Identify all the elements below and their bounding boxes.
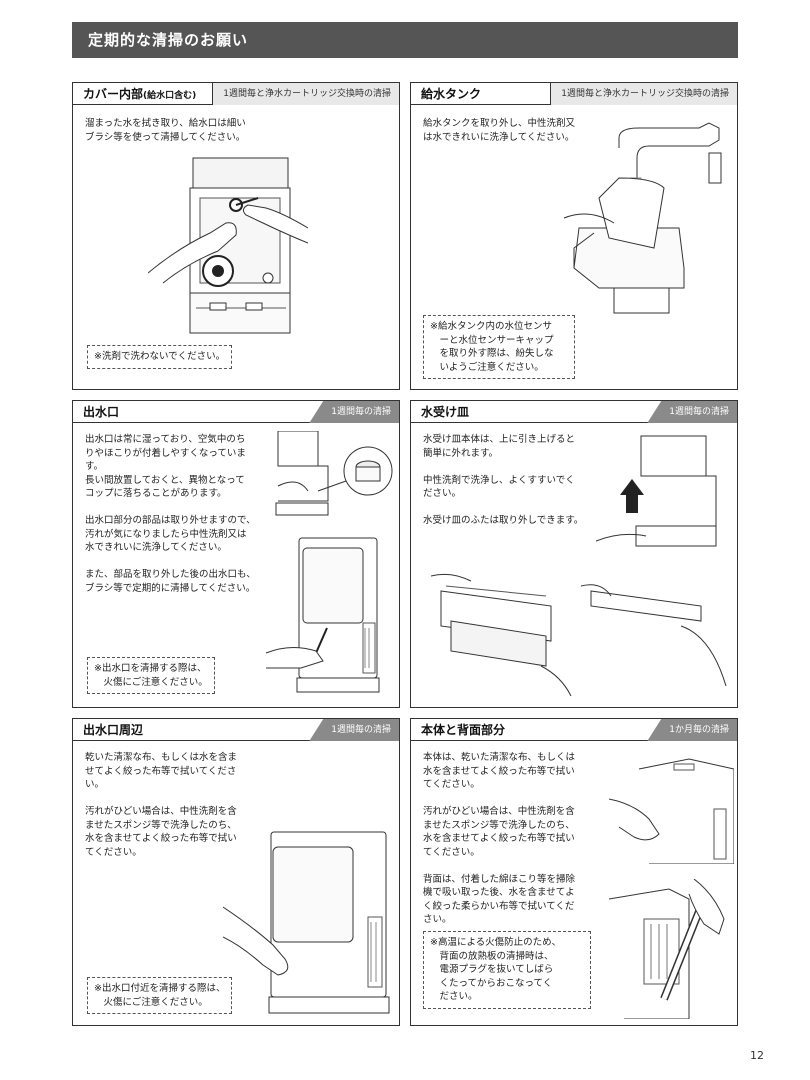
panel-around: 出水口周辺 1週間毎の清掃 乾いた清潔な布、もしくは水を含ま せてよく絞った布等… <box>72 718 400 1026</box>
instruction-text: 溜まった水を拭き取り、給水口は細い ブラシ等を使って清掃してください。 <box>85 118 246 143</box>
cleaning-interval-tag: 1週間毎と浄水カートリッジ交換時の清掃 <box>550 83 737 105</box>
panel-body: 本体と背面部分 1か月毎の清掃 本体は、乾いた清潔な布、もしくは 水を含ませてよ… <box>410 718 738 1026</box>
outlet-brush-illustration <box>265 537 380 693</box>
panel-cover: カバー内部(給水口含む) 1週間毎と浄水カートリッジ交換時の清掃 溜まった水を拭… <box>72 82 400 390</box>
panel-title: 給水タンク <box>421 87 482 101</box>
caution-note: ※洗剤で洗わないでください。 <box>87 345 233 369</box>
instruction-text: 出水口は常に湿っており、空気中のち りやほこりが付着しやすくなっていま す。 長… <box>85 434 256 594</box>
panel-outlet: 出水口 1週間毎の清掃 出水口は常に湿っており、空気中のち りやほこりが付着しや… <box>72 400 400 708</box>
instruction-text: 水受け皿本体は、上に引き上げると 簡単に外れます。 中性洗剤で洗浄し、よくすすい… <box>423 434 584 526</box>
cleaning-interval-tag: 1週間毎と浄水カートリッジ交換時の清掃 <box>212 83 399 105</box>
panel-title: カバー内部(給水口含む) <box>83 87 197 101</box>
back-vacuum-illustration <box>609 879 725 1019</box>
panel-header: 出水口周辺 1週間毎の清掃 <box>73 719 399 741</box>
cleaning-interval-tag: 1週間毎の清掃 <box>309 719 399 741</box>
tank-washing-illustration <box>563 122 722 314</box>
panel-header: 本体と背面部分 1か月毎の清掃 <box>411 719 737 741</box>
tray-lift-illustration <box>596 435 717 547</box>
panel-title: 水受け皿 <box>421 405 470 419</box>
panel-tank: 給水タンク 1週間毎と浄水カートリッジ交換時の清掃 給水タンクを取り外し、中性洗… <box>410 82 738 390</box>
panel-header: カバー内部(給水口含む) 1週間毎と浄水カートリッジ交換時の清掃 <box>73 83 399 105</box>
caution-note: ※出水口付近を清掃する際は、 火傷にご注意ください。 <box>87 977 233 1014</box>
panel-header: 水受け皿 1週間毎の清掃 <box>411 401 737 423</box>
page-title: 定期的な清掃のお願い <box>72 22 738 58</box>
panel-header: 給水タンク 1週間毎と浄水カートリッジ交換時の清掃 <box>411 83 737 105</box>
instruction-text: 乾いた清潔な布、もしくは水を含ま せてよく絞った布等で拭いてくださ い。 汚れが… <box>85 752 238 858</box>
page-number: 12 <box>750 1049 764 1062</box>
cleaning-interval-tag: 1週間毎の清掃 <box>309 401 399 423</box>
panel-title: 本体と背面部分 <box>421 723 506 737</box>
cleaning-interval-tag: 1週間毎の清掃 <box>647 401 737 423</box>
caution-note: ※高温による火傷防止のため、 背面の放熱板の清掃時は、 電源プラグを抜いてしばら… <box>423 931 591 1009</box>
panel-title: 出水口周辺 <box>83 723 144 737</box>
instruction-text: 本体は、乾いた清潔な布、もしくは 水を含ませてよく絞った布等で拭い てください。… <box>423 752 576 925</box>
around-wiping-illustration <box>223 831 390 1014</box>
instruction-text: 給水タンクを取り外し、中性洗剤又 は水できれいに洗浄してください。 <box>423 118 576 143</box>
caution-note: ※出水口を清掃する際は、 火傷にご注意ください。 <box>87 657 215 694</box>
cleaning-interval-tag: 1か月毎の清掃 <box>647 719 737 741</box>
panel-title: 出水口 <box>83 405 120 419</box>
outlet-part-illustration <box>275 431 393 516</box>
cover-cleaning-illustration <box>148 157 308 334</box>
body-wiping-illustration <box>609 758 734 864</box>
panel-tray: 水受け皿 1週間毎の清掃 水受け皿本体は、上に引き上げると 簡単に外れます。 中… <box>410 400 738 708</box>
tray-disassembly-illustration <box>431 573 727 697</box>
caution-note: ※給水タンク内の水位センサ ーと水位センサーキャップ を取り外す際は、紛失しな … <box>423 315 575 379</box>
panel-header: 出水口 1週間毎の清掃 <box>73 401 399 423</box>
